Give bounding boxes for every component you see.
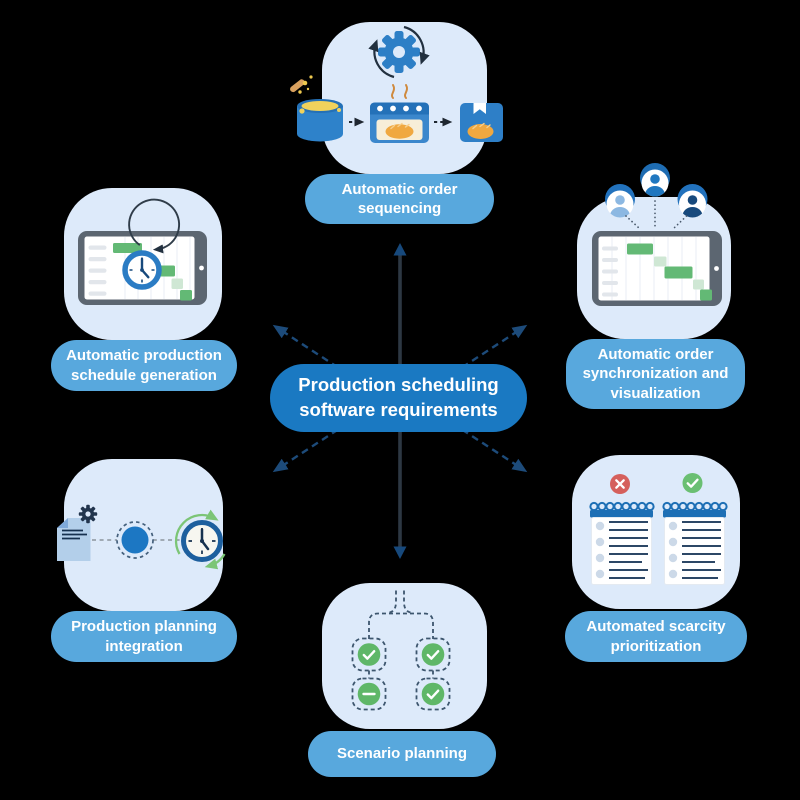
node-blob-scenario-planning	[322, 583, 487, 729]
node-label-scenario-planning: Scenario planning	[308, 731, 496, 777]
node-label-text: Production planning integration	[71, 618, 217, 655]
node-blob-automatic-order-sequencing	[322, 22, 487, 174]
node-label-text: Automated scarcity prioritization	[586, 618, 726, 655]
arrow-up-icon	[393, 243, 407, 256]
node-label-automatic-production-schedule-generation: Automatic production schedule generation	[51, 340, 237, 391]
central-topic: Production scheduling software requireme…	[270, 364, 527, 432]
node-label-text: Automatic order synchronization and visu…	[582, 345, 729, 402]
node-label-text: Automatic production schedule generation	[66, 347, 222, 384]
node-label-automatic-order-sequencing: Automatic order sequencing	[305, 174, 494, 224]
node-blob-automated-scarcity-prioritization	[572, 455, 740, 609]
node-blob-production-planning-integration	[64, 459, 223, 611]
node-blob-automatic-order-synchronization	[577, 197, 731, 339]
central-topic-text: Production scheduling software requireme…	[298, 374, 499, 420]
node-label-text: Automatic order sequencing	[341, 180, 458, 218]
node-blob-automatic-production-schedule-generation	[64, 188, 222, 340]
node-label-text: Scenario planning	[336, 745, 468, 763]
arrow-down-icon	[393, 546, 407, 559]
node-label-automated-scarcity-prioritization: Automated scarcity prioritization	[565, 611, 747, 662]
node-label-production-planning-integration: Production planning integration	[51, 611, 237, 662]
node-label-automatic-order-synchronization: Automatic order synchronization and visu…	[566, 339, 745, 409]
